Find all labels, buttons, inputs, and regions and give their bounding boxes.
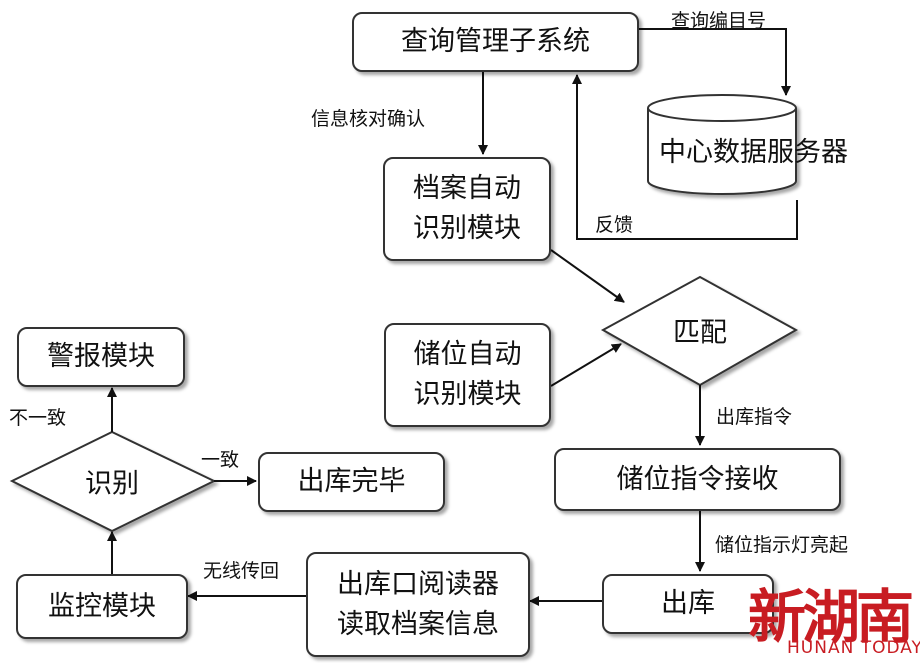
edge-archive-to-match <box>550 249 625 303</box>
reader-label-2: 读取档案信息 <box>337 608 499 640</box>
storage-recognition-label-1: 储位自动 <box>413 339 522 370</box>
match-label: 匹配 <box>673 317 727 349</box>
archive-recognition-label-1: 档案自动 <box>413 173 521 204</box>
alarm-node: 警报模块 <box>17 327 185 387</box>
query-system-node: 查询管理子系统 <box>352 12 639 72</box>
edge-label-query-number: 查询编目号 <box>671 10 767 32</box>
central-server-cylinder <box>647 94 797 195</box>
monitor-label: 监控模块 <box>48 590 156 622</box>
edge-label-outbound-command: 出库指令 <box>716 406 793 428</box>
outbound-complete-node: 出库完毕 <box>258 452 445 512</box>
edge-label-info-verify: 信息核对确认 <box>311 108 426 130</box>
outbound-complete-label: 出库完毕 <box>297 466 406 497</box>
edge-server-feedback <box>572 74 798 240</box>
identify-label: 识别 <box>85 468 139 500</box>
outbound-node: 出库 <box>602 574 774 634</box>
monitor-node: 监控模块 <box>16 574 188 639</box>
edge-label-consistent: 一致 <box>201 449 240 471</box>
central-server-label: 中心数据服务器 <box>659 137 848 168</box>
edge-label-light-on: 储位指示灯亮起 <box>715 534 849 556</box>
watermark-logo: 新湖南 <box>748 583 914 651</box>
edge-storage-to-match <box>550 343 622 387</box>
query-system-label: 查询管理子系统 <box>401 26 590 57</box>
edge-label-inconsistent: 不一致 <box>9 407 67 429</box>
storage-recognition-node: 储位自动 识别模块 <box>384 323 551 427</box>
storage-receive-label: 储位指令接收 <box>616 463 779 495</box>
reader-label-1: 出库口阅读器 <box>337 568 499 600</box>
edge-label-wireless-return: 无线传回 <box>203 560 280 582</box>
outbound-label: 出库 <box>661 588 715 619</box>
watermark-subtitle: HUNAN TODAY <box>787 638 920 658</box>
alarm-label: 警报模块 <box>47 341 155 372</box>
storage-receive-node: 储位指令接收 <box>554 448 841 511</box>
reader-node: 出库口阅读器 读取档案信息 <box>306 552 530 657</box>
archive-recognition-label-2: 识别模块 <box>413 213 521 244</box>
edge-query-to-server <box>639 28 791 96</box>
archive-recognition-node: 档案自动 识别模块 <box>383 157 551 261</box>
storage-recognition-label-2: 识别模块 <box>413 379 522 410</box>
edge-label-feedback: 反馈 <box>595 214 634 236</box>
